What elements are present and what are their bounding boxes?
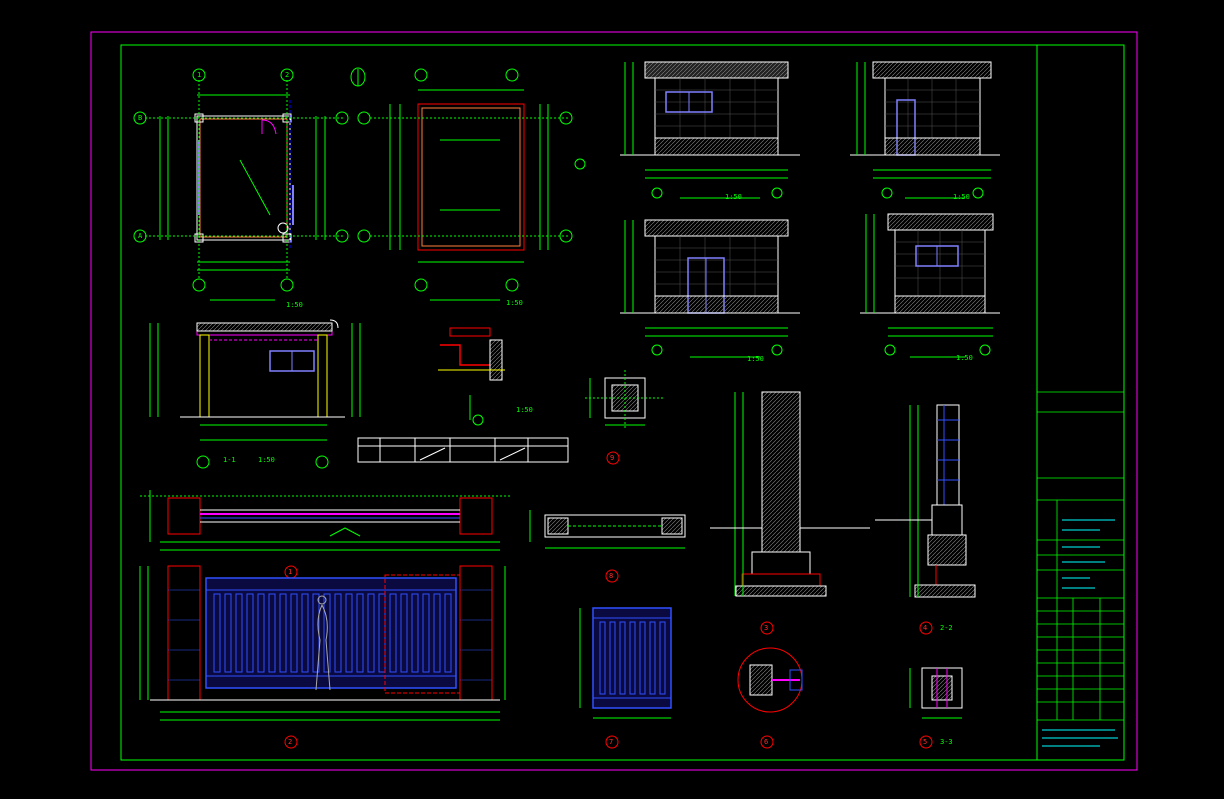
callout-5: 5	[923, 738, 928, 746]
detail-3-wall-section	[710, 391, 870, 635]
gate-bar	[411, 593, 419, 673]
gate-bar	[334, 593, 342, 673]
scale-elev-front: 1:50	[725, 193, 742, 201]
gate-bar	[345, 593, 353, 673]
gate-bar	[224, 593, 232, 673]
detail-7-fence-panel	[579, 607, 672, 749]
floor-plan-1	[133, 67, 366, 301]
panel-bar	[659, 621, 666, 695]
axis-bubble-1: 1	[197, 71, 202, 79]
gate-bar	[323, 593, 331, 673]
gate-bar	[356, 593, 364, 673]
detail-5-section-3-3	[909, 667, 963, 749]
elevation-front	[620, 61, 800, 199]
callout-1: 1	[288, 568, 293, 576]
scale-elev-side2: 1:50	[956, 354, 973, 362]
title-block-marks	[1042, 519, 1118, 747]
detail-9-pier-plan	[585, 370, 665, 465]
panel-bar	[629, 621, 636, 695]
panel-bar	[649, 621, 656, 695]
roof-plan	[357, 68, 586, 301]
detail-a	[438, 327, 505, 426]
scale-plan-2: 1:50	[506, 299, 523, 307]
gate-bar	[279, 593, 287, 673]
callout-8: 8	[609, 572, 614, 580]
scale-plan-1: 1:50	[286, 301, 303, 309]
detail-6-circle	[737, 647, 803, 749]
inner-frame	[120, 44, 1125, 761]
elevation-side	[850, 61, 1000, 199]
section-title-1-1: 1-1	[223, 456, 236, 464]
gate-bar	[422, 593, 430, 673]
gate-bar	[367, 593, 375, 673]
gate-bar	[257, 593, 265, 673]
detail-8-base-plan	[529, 510, 686, 583]
scale-detail-a: 1:50	[516, 406, 533, 414]
fence-elevation-top	[140, 490, 510, 579]
section-title-2-2: 2-2	[940, 624, 953, 632]
section-title-3-3: 3-3	[940, 738, 953, 746]
axis-bubble-b: B	[138, 114, 143, 122]
panel-bar	[619, 621, 626, 695]
gate-bar	[301, 593, 309, 673]
elevation-side-2	[860, 213, 1000, 358]
scale-elev-back: 1:50	[747, 355, 764, 363]
gate-bar	[213, 593, 221, 673]
gate-bar	[246, 593, 254, 673]
outer-frame	[90, 31, 1138, 771]
panel-bar	[609, 621, 616, 695]
axis-bubble-2: 2	[285, 71, 290, 79]
gate-bar	[433, 593, 441, 673]
elevation-back	[620, 219, 800, 358]
callout-4: 4	[923, 624, 928, 632]
door-window-schedule	[357, 437, 569, 463]
panel-bar	[599, 621, 606, 695]
axis-bubble-a: A	[138, 232, 143, 240]
scale-elev-side: 1:50	[953, 193, 970, 201]
gate-bar	[235, 593, 243, 673]
callout-9: 9	[610, 454, 615, 462]
section-1-1	[149, 319, 361, 469]
callout-6: 6	[764, 738, 769, 746]
callout-7: 7	[609, 738, 614, 746]
gate-bar	[290, 593, 298, 673]
gate-bar	[444, 593, 452, 673]
gate-bar	[400, 593, 408, 673]
gate-elevation-main	[139, 565, 506, 749]
detail-4-section-2-2	[875, 404, 976, 635]
gate-bar	[268, 593, 276, 673]
callout-3: 3	[764, 624, 769, 632]
title-block	[1037, 391, 1124, 761]
gate-bar	[389, 593, 397, 673]
scale-section-11: 1:50	[258, 456, 275, 464]
panel-bar	[639, 621, 646, 695]
callout-2: 2	[288, 738, 293, 746]
